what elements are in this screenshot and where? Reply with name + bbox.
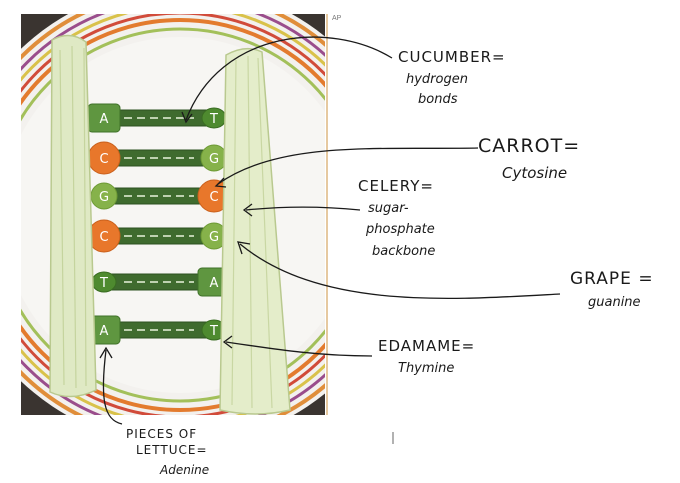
label-carrot-line1: Cytosine (502, 164, 567, 182)
base-letter-right-3: G (209, 230, 219, 245)
base-letter-left-1: C (99, 152, 108, 167)
label-edamame: EDAMAME= Thymine (378, 337, 475, 376)
base-letter-right-4: A (210, 276, 219, 291)
label-carrot-title: CARROT= (478, 135, 580, 157)
base-letter-right-5: T (209, 324, 218, 339)
label-lettuce-title-line1: PIECES OF (126, 427, 197, 441)
label-celery-line3: backbone (372, 244, 435, 259)
label-celery-line2: phosphate (365, 222, 435, 237)
label-lettuce: PIECES OF LETTUCE= Adenine (126, 427, 209, 477)
photo: A T C G G C C G T A A T AP (21, 14, 342, 415)
arrow-edamame (225, 341, 373, 357)
annotation-arrows (99, 36, 561, 425)
base-letter-left-2: G (99, 190, 109, 205)
base-letter-left-3: C (99, 230, 108, 245)
label-lettuce-line1: Adenine (159, 463, 209, 477)
label-cucumber-title: CUCUMBER= (398, 48, 506, 66)
label-cucumber-line2: bonds (418, 92, 458, 107)
label-cucumber: CUCUMBER= hydrogen bonds (398, 48, 506, 107)
arrow-carrot (217, 147, 479, 185)
label-edamame-line1: Thymine (398, 361, 454, 376)
celery-right (219, 47, 291, 415)
corner-mark: AP (332, 15, 342, 22)
arrow-celery (245, 206, 361, 211)
base-letter-left-0: A (100, 112, 109, 127)
base-letter-right-1: G (209, 152, 219, 167)
base-letter-right-0: T (209, 112, 218, 127)
base-letter-left-4: T (99, 276, 108, 291)
label-edamame-title: EDAMAME= (378, 337, 475, 355)
label-grape: GRAPE = guanine (570, 269, 654, 310)
arrow-grape (239, 243, 561, 300)
label-grape-title: GRAPE = (570, 269, 654, 289)
label-celery-title: CELERY= (358, 177, 434, 195)
label-grape-line1: guanine (588, 295, 641, 310)
label-celery: CELERY= sugar- phosphate backbone (358, 177, 435, 259)
arrow-lettuce (102, 349, 123, 425)
base-letter-left-5: A (100, 324, 109, 339)
label-cucumber-line1: hydrogen (406, 72, 468, 87)
label-celery-line1: sugar- (368, 201, 409, 216)
label-carrot: CARROT= Cytosine (478, 135, 580, 182)
base-letter-right-2: C (209, 190, 218, 205)
label-lettuce-title-line2: LETTUCE= (136, 443, 208, 457)
arrow-cucumber (185, 36, 393, 121)
